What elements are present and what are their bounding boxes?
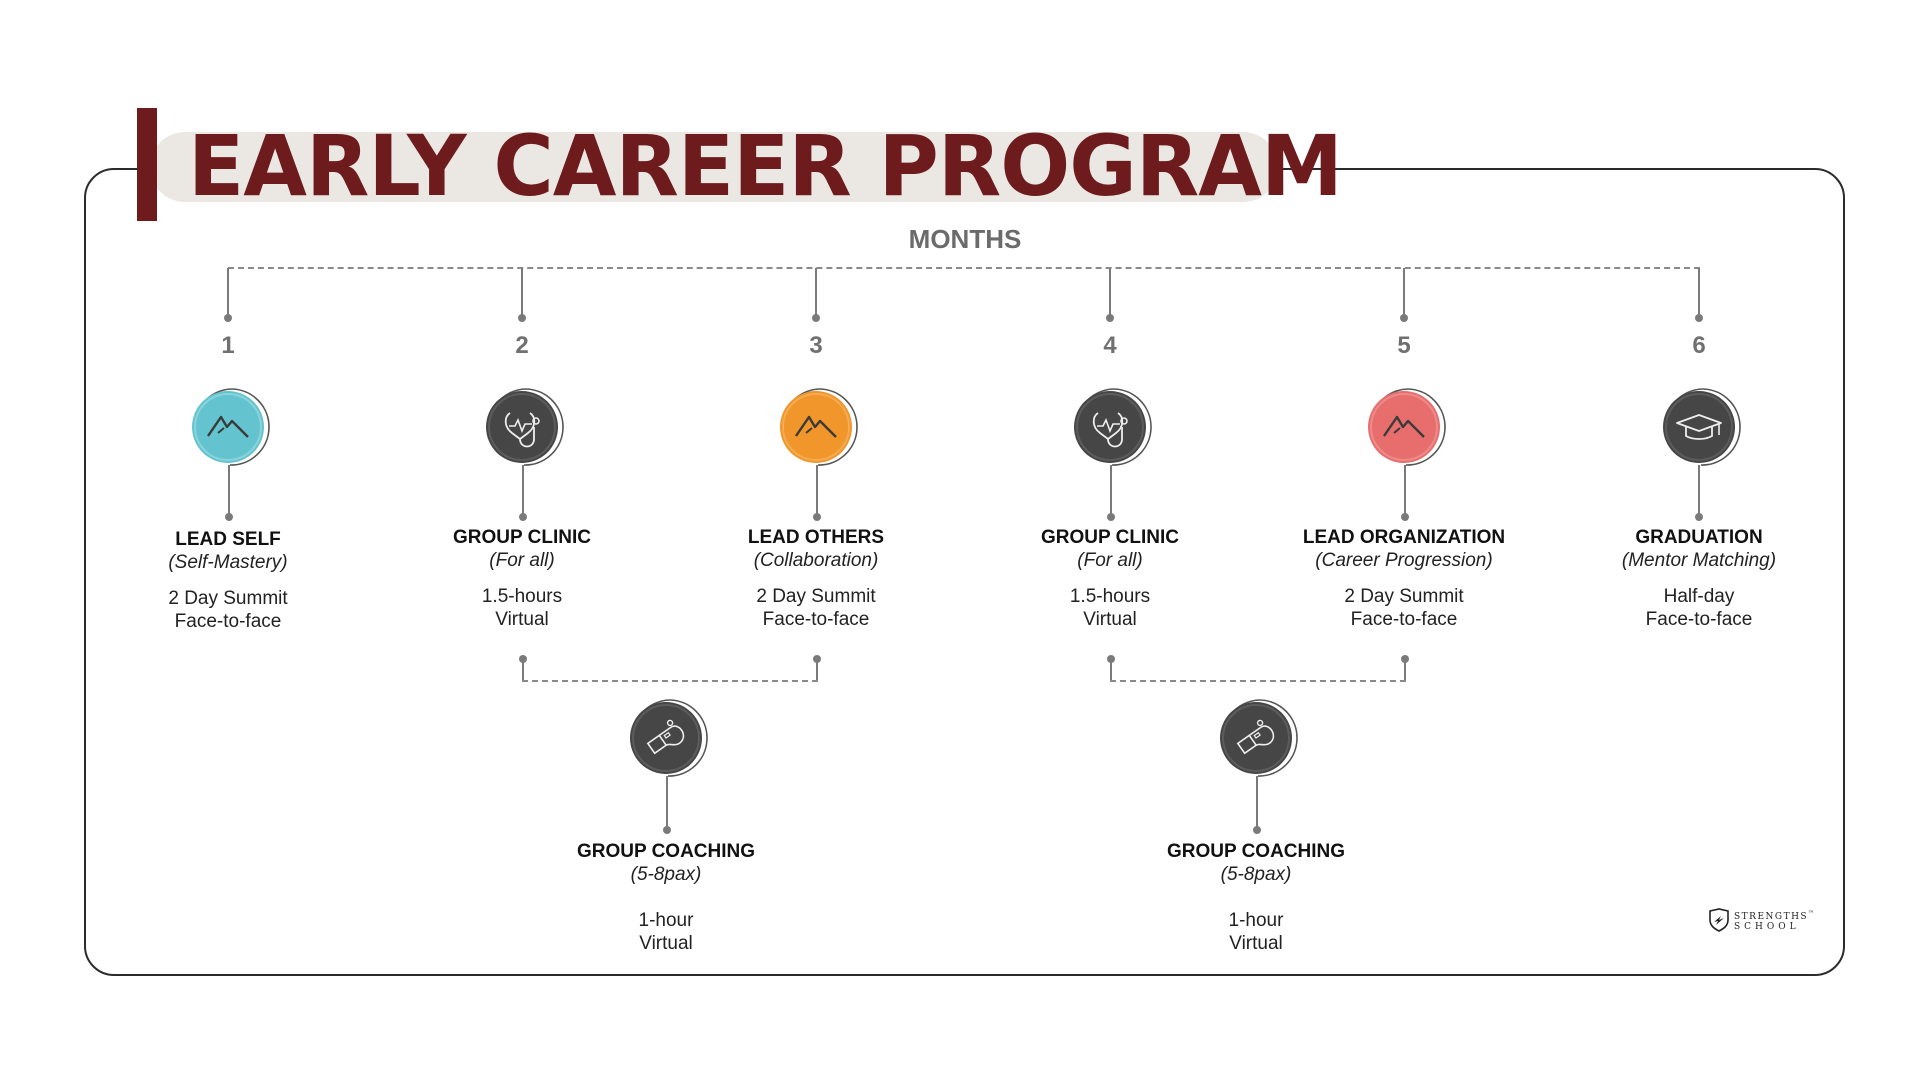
tick-dot — [1400, 314, 1408, 322]
session-subtitle: (Career Progression) — [1315, 550, 1493, 571]
stem-line — [1256, 776, 1258, 830]
bracket-right-line — [1404, 659, 1406, 681]
bracket-dashed-line — [522, 680, 818, 682]
tick-line — [1109, 268, 1111, 318]
session-format: Virtual — [495, 609, 549, 630]
month-label: GROUP CLINIC (For all) 1.5-hours Virtual — [970, 526, 1250, 631]
stem-dot — [1401, 513, 1409, 521]
months-axis-label: MONTHS — [908, 224, 1022, 254]
stem-dot — [519, 513, 527, 521]
stem-dot — [225, 513, 233, 521]
session-subtitle: (For all) — [1077, 550, 1143, 571]
stem-line — [522, 465, 524, 517]
session-duration: 1-hour — [638, 910, 694, 931]
mountain-icon — [770, 381, 862, 473]
month-number: 2 — [515, 332, 529, 359]
stem-dot — [1695, 513, 1703, 521]
month-label: LEAD OTHERS (Collaboration) 2 Day Summit… — [676, 526, 956, 631]
session-duration: 1.5-hours — [1069, 586, 1151, 607]
session-subtitle: (5-8pax) — [630, 864, 702, 885]
session-subtitle: (Self-Mastery) — [168, 552, 288, 573]
session-title: LEAD OTHERS — [747, 527, 885, 548]
session-format: Face-to-face — [1645, 609, 1753, 630]
tick-line — [1698, 268, 1700, 318]
coaching-label: GROUP COACHING (5-8pax) 1-hour Virtual — [1116, 840, 1396, 955]
shield-icon — [1709, 908, 1729, 932]
tick-dot — [812, 314, 820, 322]
tick-line — [1403, 268, 1405, 318]
stem-dot — [813, 513, 821, 521]
session-title: GROUP COACHING — [1166, 841, 1346, 862]
session-duration: 1.5-hours — [481, 586, 563, 607]
month-number: 3 — [809, 332, 823, 359]
tick-line — [815, 268, 817, 318]
month-label: GRADUATION (Mentor Matching) Half-day Fa… — [1559, 526, 1839, 631]
bracket-left-line — [522, 659, 524, 681]
session-subtitle: (5-8pax) — [1220, 864, 1292, 885]
bracket-left-line — [1110, 659, 1112, 681]
stem-dot — [1107, 513, 1115, 521]
stem-dot — [1253, 826, 1261, 834]
stethoscope-icon — [1064, 381, 1156, 473]
session-title: GROUP COACHING — [576, 841, 756, 862]
session-duration: 2 Day Summit — [1344, 586, 1464, 607]
bracket-dashed-line — [1110, 680, 1406, 682]
month-number: 6 — [1692, 332, 1706, 359]
session-duration: 1-hour — [1228, 910, 1284, 931]
stem-line — [1110, 465, 1112, 517]
mountain-icon — [1358, 381, 1450, 473]
session-duration: Half-day — [1663, 586, 1735, 607]
stem-line — [1698, 465, 1700, 517]
session-subtitle: (For all) — [489, 550, 555, 571]
page-title: EARLY CAREER PROGRAM — [188, 117, 1343, 215]
tick-dot — [518, 314, 526, 322]
session-format: Virtual — [639, 933, 693, 954]
months-connector-line — [228, 267, 1700, 269]
whistle-icon — [620, 692, 712, 784]
stem-line — [666, 776, 668, 830]
month-number: 5 — [1397, 332, 1411, 359]
trademark: ™ — [1808, 909, 1816, 917]
tick-dot — [1695, 314, 1703, 322]
mountain-icon — [182, 381, 274, 473]
logo-text-strengths: STRENGTHS — [1734, 911, 1809, 922]
session-subtitle: (Collaboration) — [753, 550, 879, 571]
logo-text-school: SCHOOL — [1734, 921, 1800, 932]
month-number: 1 — [221, 332, 235, 359]
session-format: Virtual — [1083, 609, 1137, 630]
session-format: Face-to-face — [762, 609, 870, 630]
bracket-right-line — [816, 659, 818, 681]
tick-dot — [1106, 314, 1114, 322]
session-duration: 2 Day Summit — [756, 586, 876, 607]
session-subtitle: (Mentor Matching) — [1621, 550, 1777, 571]
strengths-school-logo: STRENGTHS™ SCHOOL — [1708, 908, 1816, 932]
session-title: LEAD SELF — [175, 529, 281, 550]
month-label: GROUP CLINIC (For all) 1.5-hours Virtual — [382, 526, 662, 631]
session-format: Face-to-face — [1350, 609, 1458, 630]
tick-line — [521, 268, 523, 318]
stem-line — [228, 465, 230, 517]
tick-line — [227, 268, 229, 318]
title-pill — [150, 132, 1278, 202]
tick-dot — [224, 314, 232, 322]
month-label: LEAD SELF (Self-Mastery) 2 Day Summit Fa… — [88, 528, 368, 633]
month-label: LEAD ORGANIZATION (Career Progression) 2… — [1264, 526, 1544, 631]
stem-line — [816, 465, 818, 517]
session-format: Virtual — [1229, 933, 1283, 954]
whistle-icon — [1210, 692, 1302, 784]
stethoscope-icon — [476, 381, 568, 473]
session-title: GROUP CLINIC — [453, 527, 591, 548]
session-duration: 2 Day Summit — [168, 588, 288, 609]
session-title: LEAD ORGANIZATION — [1302, 527, 1506, 548]
session-format: Face-to-face — [174, 611, 282, 632]
graduation-cap-icon — [1653, 381, 1745, 473]
stem-line — [1404, 465, 1406, 517]
title-accent-bar — [137, 108, 157, 221]
session-title: GRADUATION — [1635, 527, 1763, 548]
session-title: GROUP CLINIC — [1041, 527, 1179, 548]
month-number: 4 — [1103, 332, 1117, 359]
coaching-label: GROUP COACHING (5-8pax) 1-hour Virtual — [526, 840, 806, 955]
stem-dot — [663, 826, 671, 834]
